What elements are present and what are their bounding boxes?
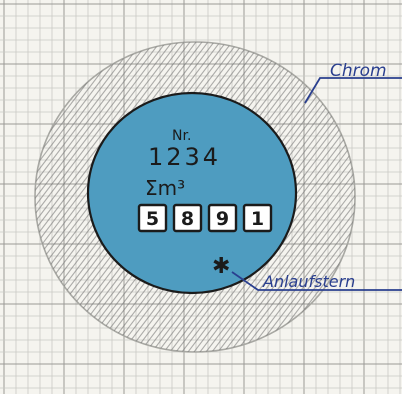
counter-digit-box: 9 [209,205,236,231]
nr-label: Nr. [172,128,191,144]
meter-dial [88,93,296,293]
chrome-label: Chrom [330,61,387,81]
counter-digit-box: 8 [174,205,201,231]
counter-digit: 9 [216,208,229,230]
counter-digit: 1 [251,208,264,230]
meter-number: 1234 [148,143,221,171]
volume-unit: Σm³ [145,176,185,200]
counter-digit: 8 [181,208,194,230]
counter-digit-box: 1 [244,205,271,231]
anlaufstern-star-icon: ✱ [212,254,230,279]
anlaufstern-label: Anlaufstern [262,272,355,291]
counter-digit: 5 [146,208,159,230]
counter-digit-box: 5 [139,205,166,231]
